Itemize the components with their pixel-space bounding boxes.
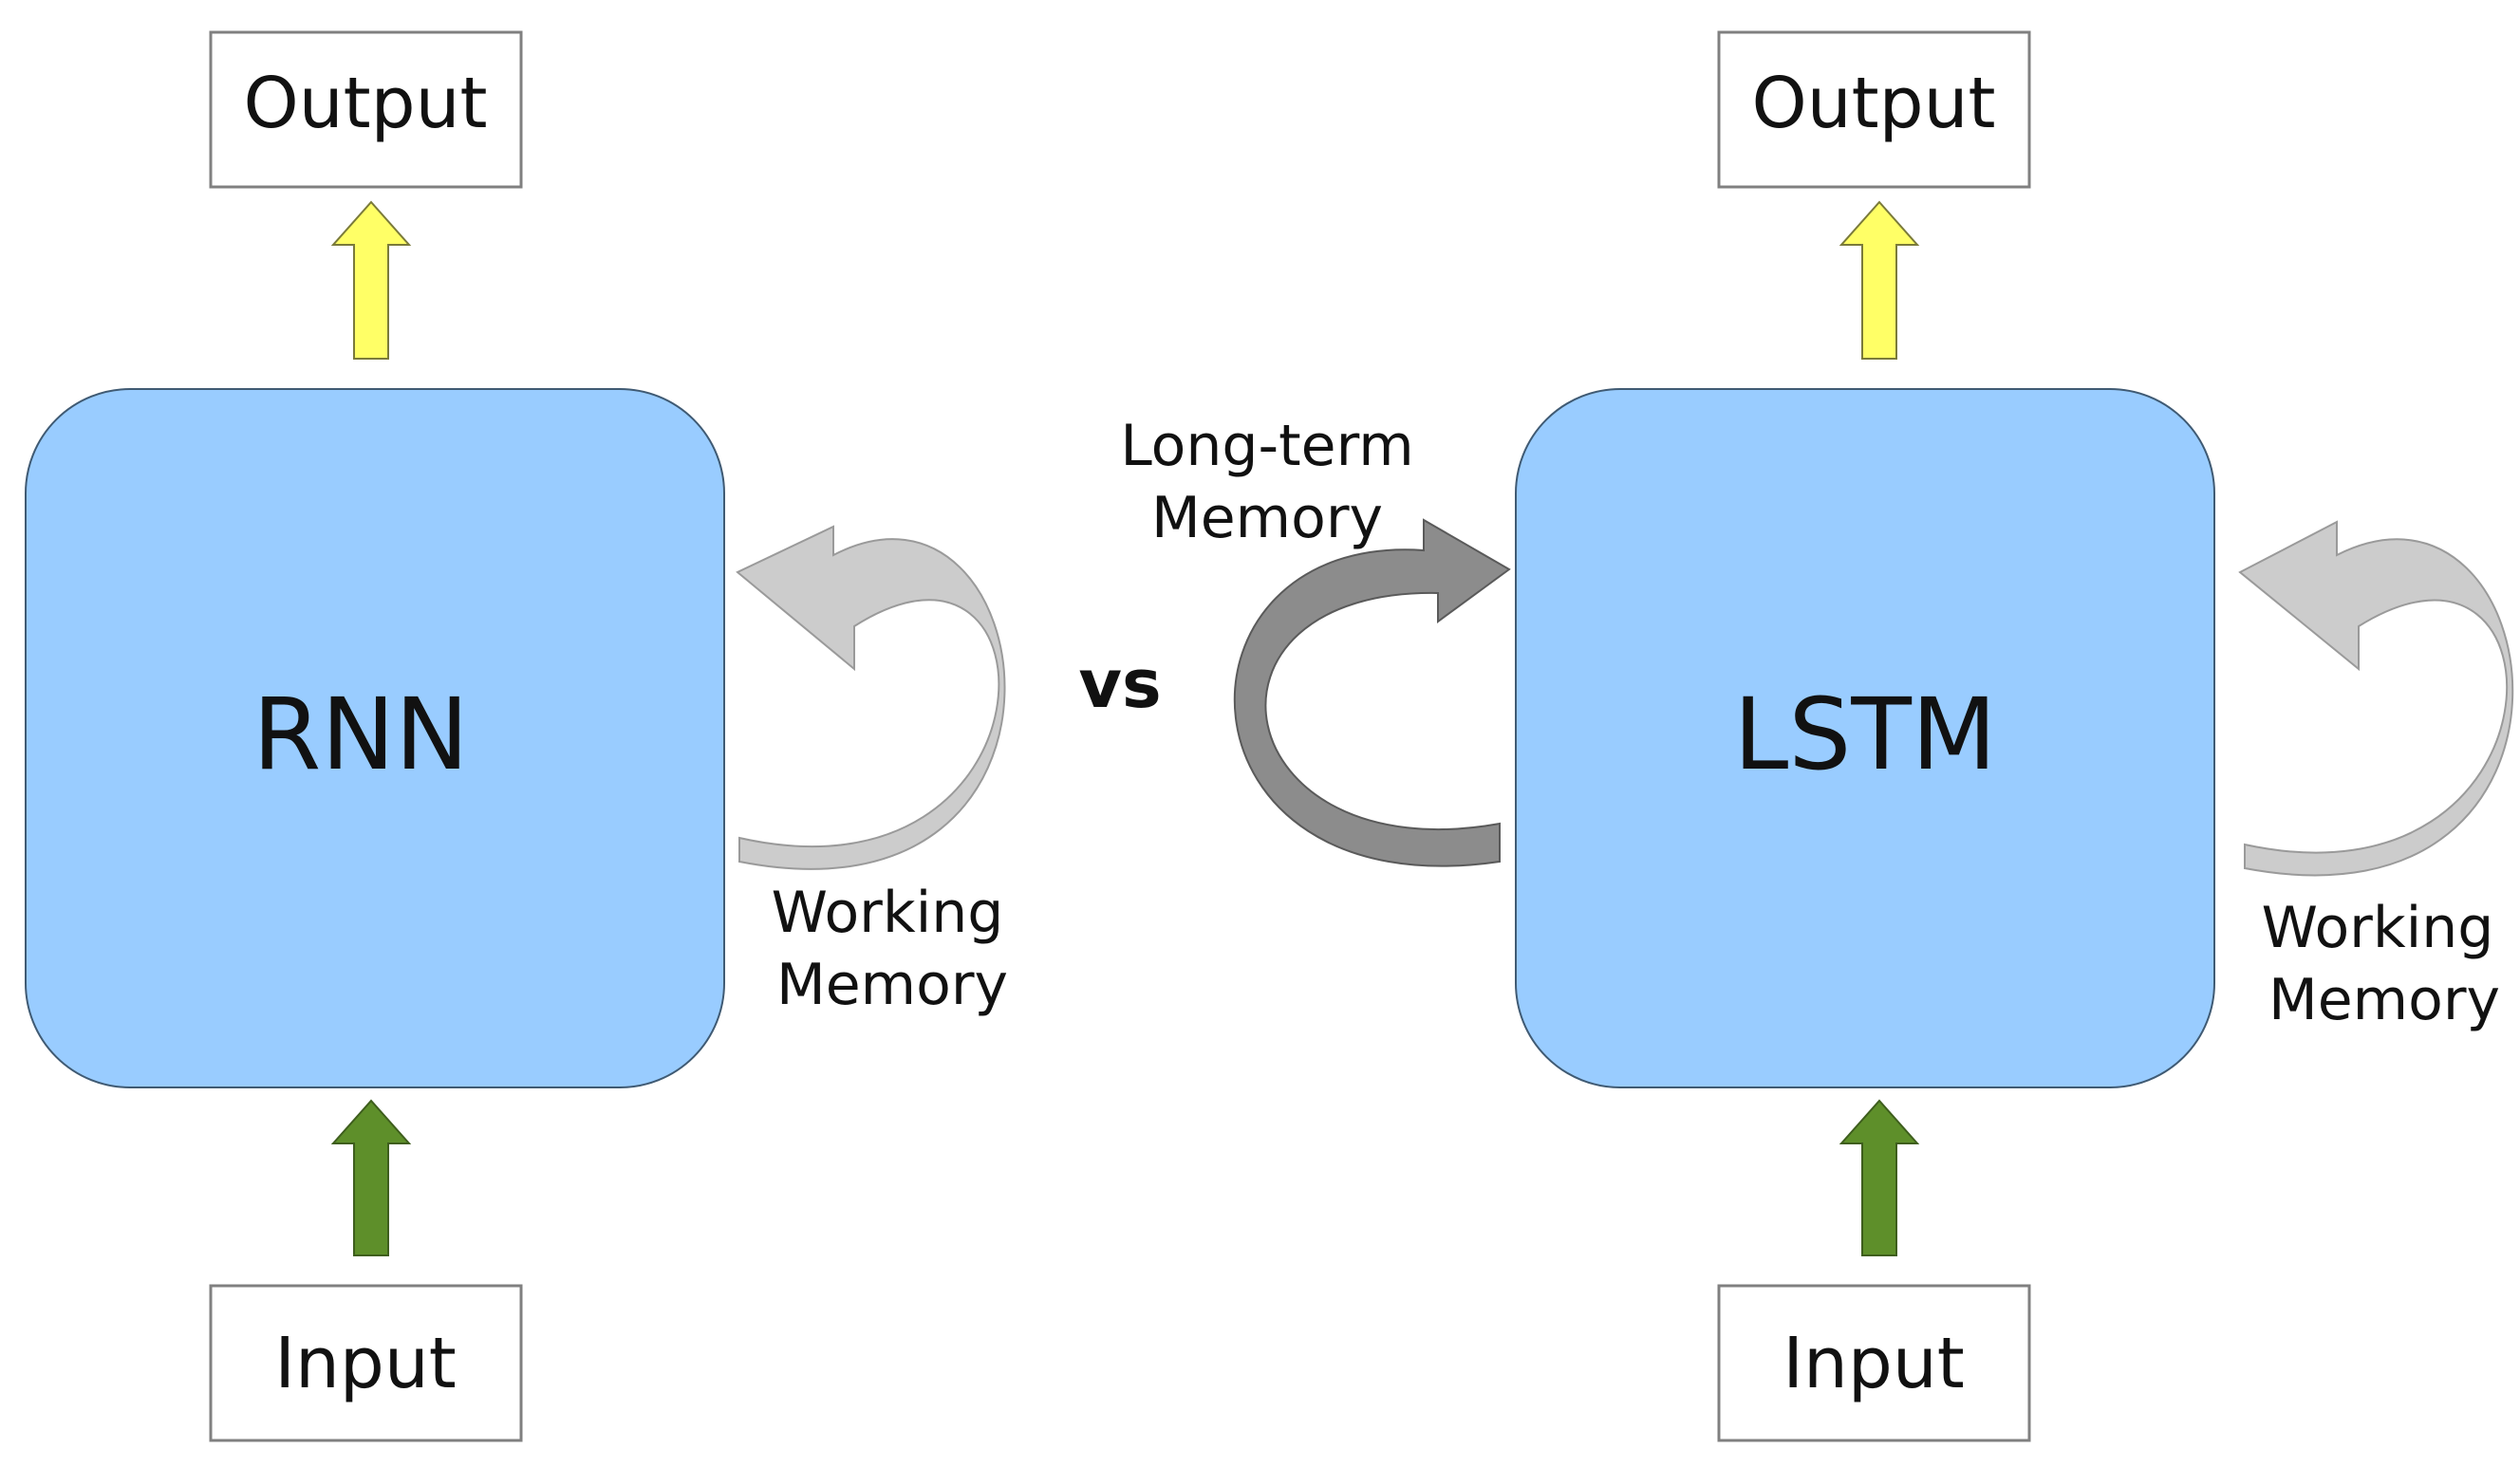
rnn-node-title: RNN: [252, 677, 469, 792]
rnn-working-memory-label-line2: Memory: [776, 952, 1008, 1018]
rnn-output-label: Output: [243, 63, 487, 144]
rnn-working-memory-arrow-icon: [736, 525, 1006, 870]
rnn-input-box: [209, 1284, 523, 1442]
lstm-group: Output LSTM Input Long-term Memory Worki…: [1120, 30, 2514, 1442]
lstm-long-term-memory-arrow-icon: [1233, 518, 1511, 867]
lstm-input-label: Input: [1783, 1323, 1965, 1404]
rnn-working-memory-label-line1: Working: [772, 880, 1004, 946]
rnn-output-arrow-icon: [330, 200, 412, 360]
lstm-working-memory-label-line1: Working: [2262, 895, 2494, 961]
lstm-long-term-memory-label-line2: Memory: [1151, 485, 1383, 551]
rnn-output-box: [209, 30, 523, 189]
rnn-group: Output RNN Input Working Memory: [25, 30, 1008, 1442]
vs-label: vs: [1078, 645, 1161, 723]
lstm-output-box: [1717, 30, 2031, 189]
lstm-output-label: Output: [1751, 63, 1995, 144]
lstm-node-title: LSTM: [1733, 677, 1996, 792]
lstm-working-memory-arrow-icon: [2238, 520, 2514, 877]
lstm-input-arrow-icon: [1839, 1099, 1920, 1256]
rnn-input-arrow-icon: [330, 1099, 412, 1256]
lstm-input-box: [1717, 1284, 2031, 1442]
lstm-working-memory-label-line2: Memory: [2268, 967, 2500, 1033]
lstm-node: [1515, 388, 2215, 1088]
rnn-input-label: Input: [274, 1323, 457, 1404]
rnn-node: [25, 388, 725, 1088]
lstm-long-term-memory-label-line1: Long-term: [1120, 413, 1413, 479]
lstm-output-arrow-icon: [1839, 200, 1920, 360]
